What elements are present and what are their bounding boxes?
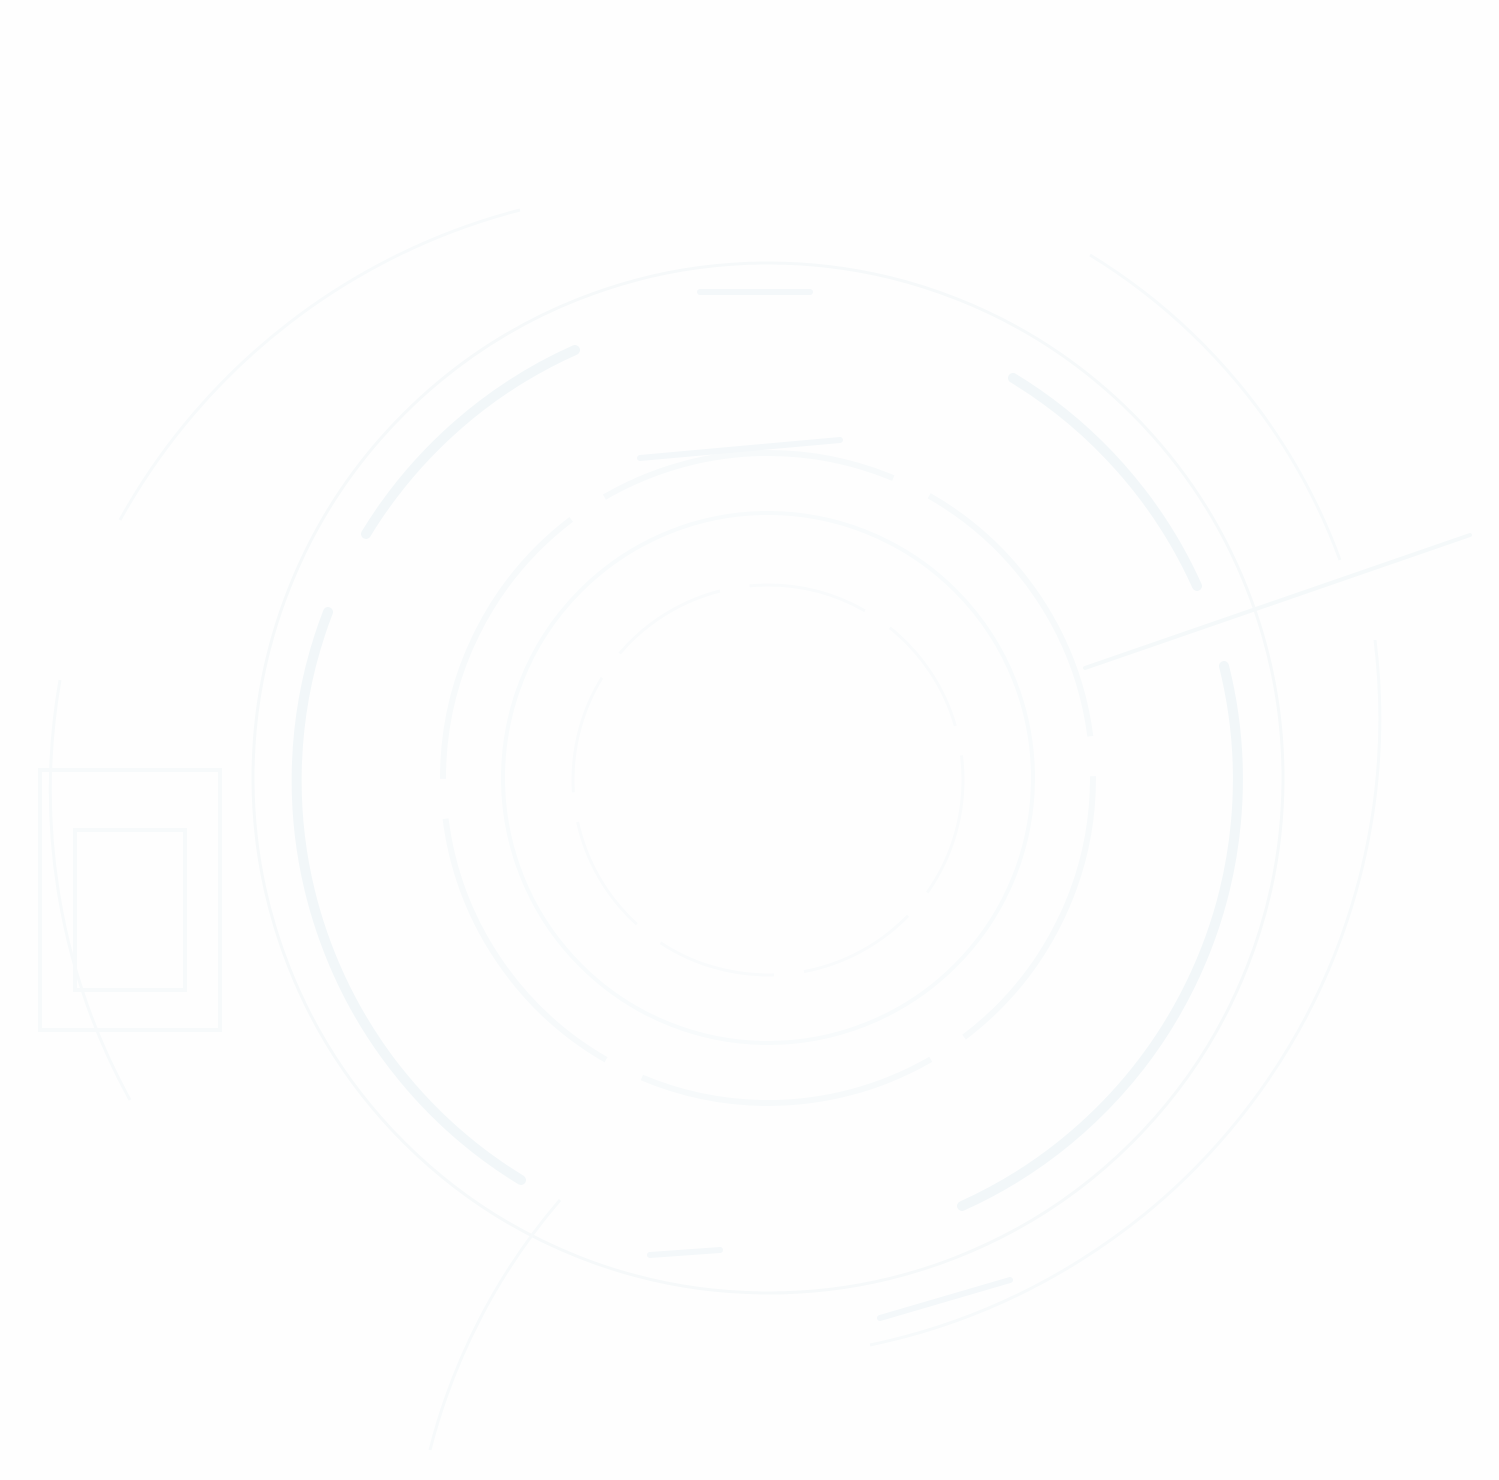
tick-marks xyxy=(637,289,1013,1321)
tick-bottom xyxy=(647,1247,723,1258)
left-panel-blocks xyxy=(38,768,222,1032)
outer-ring-arc-top-left xyxy=(361,345,580,539)
middle-ring xyxy=(440,450,1096,1106)
outer-ring xyxy=(291,345,1243,1211)
outer-ring-arc-right xyxy=(957,661,1243,1211)
outer-ring-arc-left xyxy=(291,607,526,1185)
swirl-arc-top xyxy=(118,208,521,521)
left-block-inner xyxy=(73,828,187,992)
swirl-arc-right xyxy=(1089,253,1342,561)
outer-ring-arc-top-right xyxy=(1008,373,1202,591)
swirl-arc-bottom-left xyxy=(428,1199,562,1451)
swirl-arc-left xyxy=(48,679,132,1101)
outer-thin-ring xyxy=(251,261,1285,1295)
tick-top-inner xyxy=(637,437,843,461)
inner-ring xyxy=(501,511,1035,1045)
left-block-outer xyxy=(38,768,222,1032)
swirl-arcs xyxy=(48,208,1382,1451)
diagonal-streak xyxy=(1083,533,1472,670)
core-ring xyxy=(571,583,965,977)
tick-bottom-right xyxy=(877,1277,1013,1321)
swirl-arc-bottom-right xyxy=(869,639,1382,1347)
